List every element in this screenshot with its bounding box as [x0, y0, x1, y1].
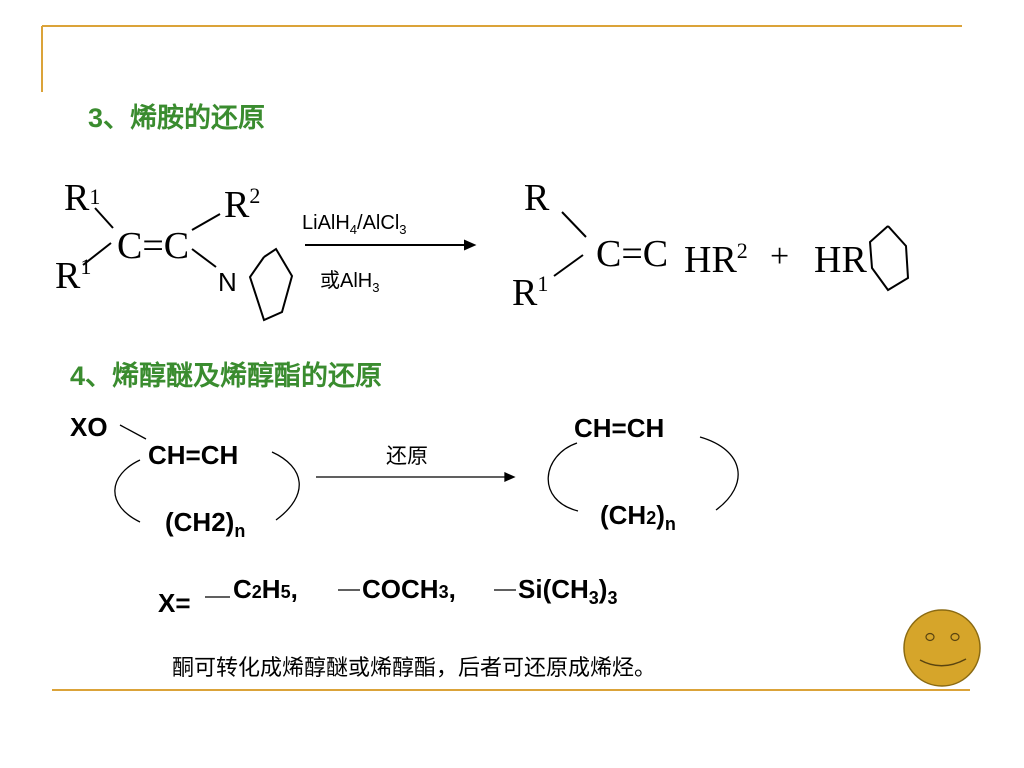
smiley-face-icon	[903, 609, 981, 687]
x-label: X=	[158, 588, 191, 618]
reactant-r1-bottom: R1	[55, 254, 92, 297]
section-number: 3	[88, 103, 104, 133]
reactant-r1-top: R1	[64, 177, 101, 219]
product-r1: R1	[512, 271, 549, 314]
ring-right-arc	[271, 451, 300, 521]
reaction-arrow-1-head	[464, 239, 477, 251]
reactant-alkene: CH=CH	[148, 440, 239, 470]
reactant-r2: R2	[224, 183, 261, 226]
product-hr: HR	[814, 239, 867, 281]
product-r: R	[524, 177, 550, 219]
reagent-alh3: 或AlH3	[320, 270, 380, 295]
reagent-lialh4-alcl3: LiAlH4/AlCl3	[302, 212, 407, 237]
product-core: C=C	[596, 233, 669, 275]
bond-n	[191, 248, 217, 268]
bond-xo	[119, 424, 147, 440]
section-title-text: 烯醇醚及烯醇酯的还原	[112, 361, 383, 391]
ring-left-arc	[114, 459, 141, 523]
x-option-ethyl: C2H5,	[233, 574, 298, 604]
reagent-reduce: 还原	[386, 445, 428, 468]
product-alkene: CH=CH	[574, 413, 665, 443]
section-4-title: 4、烯醇醚及烯醇酯的还原	[70, 354, 382, 393]
product-chain: (CH2)n	[600, 500, 676, 535]
product-hr2: HR2	[684, 238, 748, 281]
section-number: 4	[70, 361, 86, 391]
footnote-text: 酮可转化成烯醇醚或烯醇酯，后者可还原成烯烃。	[172, 656, 657, 681]
reaction-arrow-2-head	[504, 471, 516, 483]
section-sep: 、	[85, 361, 113, 391]
bond-r1-top	[94, 207, 114, 229]
section-title-text: 烯胺的还原	[130, 103, 266, 133]
bond-r2	[191, 213, 221, 231]
bond-product-r1	[553, 254, 584, 277]
pyrrolidine-ring-1	[248, 247, 294, 322]
section-sep: 、	[103, 103, 131, 133]
pyrrolidine-ring-2	[868, 225, 910, 292]
plus-sign: +	[770, 238, 790, 275]
product-ring-right-arc	[699, 436, 739, 511]
xo-group: XO	[70, 412, 108, 442]
bond-product-r	[561, 211, 587, 238]
x-option-trimethylsilyl: Si(CH3)3	[518, 574, 618, 609]
x-option-acetyl: COCH3,	[362, 574, 456, 604]
product-ring-left-arc	[547, 442, 579, 512]
bond-r1-bottom	[82, 242, 112, 266]
reactant-nitrogen: N	[218, 267, 237, 297]
reactant-core: C=C	[117, 225, 190, 267]
section-3-title: 3、烯胺的还原	[88, 96, 265, 135]
reactant-chain: (CH2)n	[165, 507, 246, 542]
